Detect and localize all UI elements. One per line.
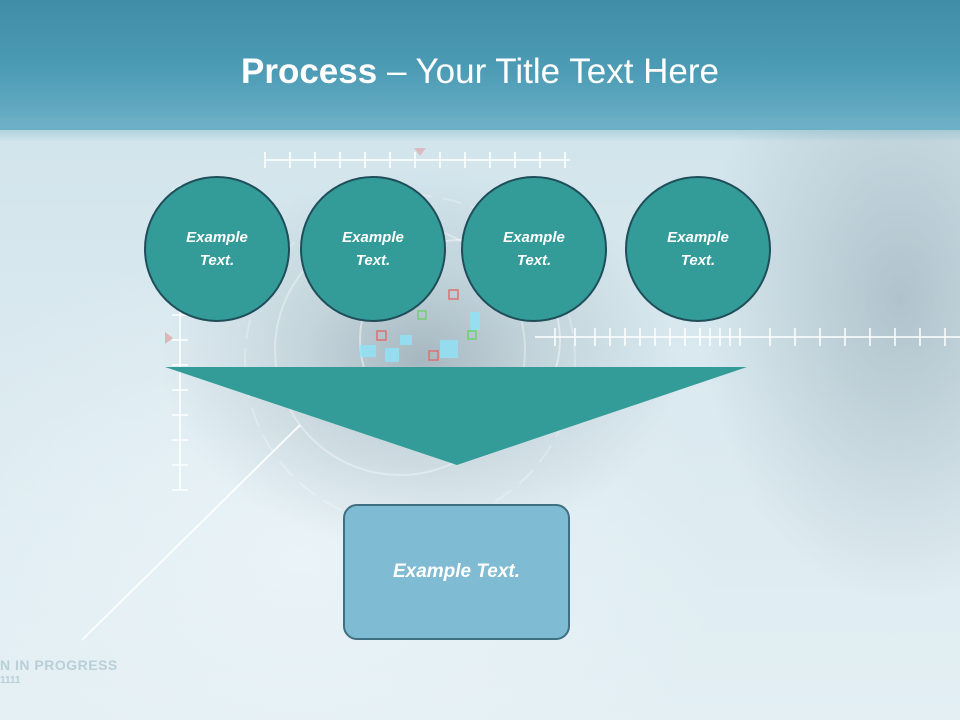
step-circle-1-line1: Example — [186, 229, 248, 246]
title-rest: – Your Title Text Here — [377, 52, 719, 91]
result-box-label: Example Text. — [392, 561, 521, 582]
funnel-arrow[interactable] — [165, 367, 749, 467]
step-circle-3-line2: Text. — [516, 252, 552, 269]
step-circle-2-line1: Example — [342, 229, 404, 246]
result-box[interactable]: Example Text. — [343, 504, 570, 640]
step-circle-4-line1: Example — [667, 229, 729, 246]
step-circle-1-line2: Text. — [199, 252, 235, 269]
step-circle-2-line2: Text. — [355, 252, 391, 269]
title-bold: Process — [241, 52, 378, 91]
step-circle-3-line1: Example — [503, 229, 565, 246]
title-bar — [0, 0, 960, 130]
watermark-subtext: 1111 — [0, 675, 21, 686]
step-circle-4-line2: Text. — [680, 252, 716, 269]
slide-title: Process – Your Title Text Here — [0, 52, 960, 92]
watermark-text: N IN PROGRESS — [0, 657, 118, 673]
